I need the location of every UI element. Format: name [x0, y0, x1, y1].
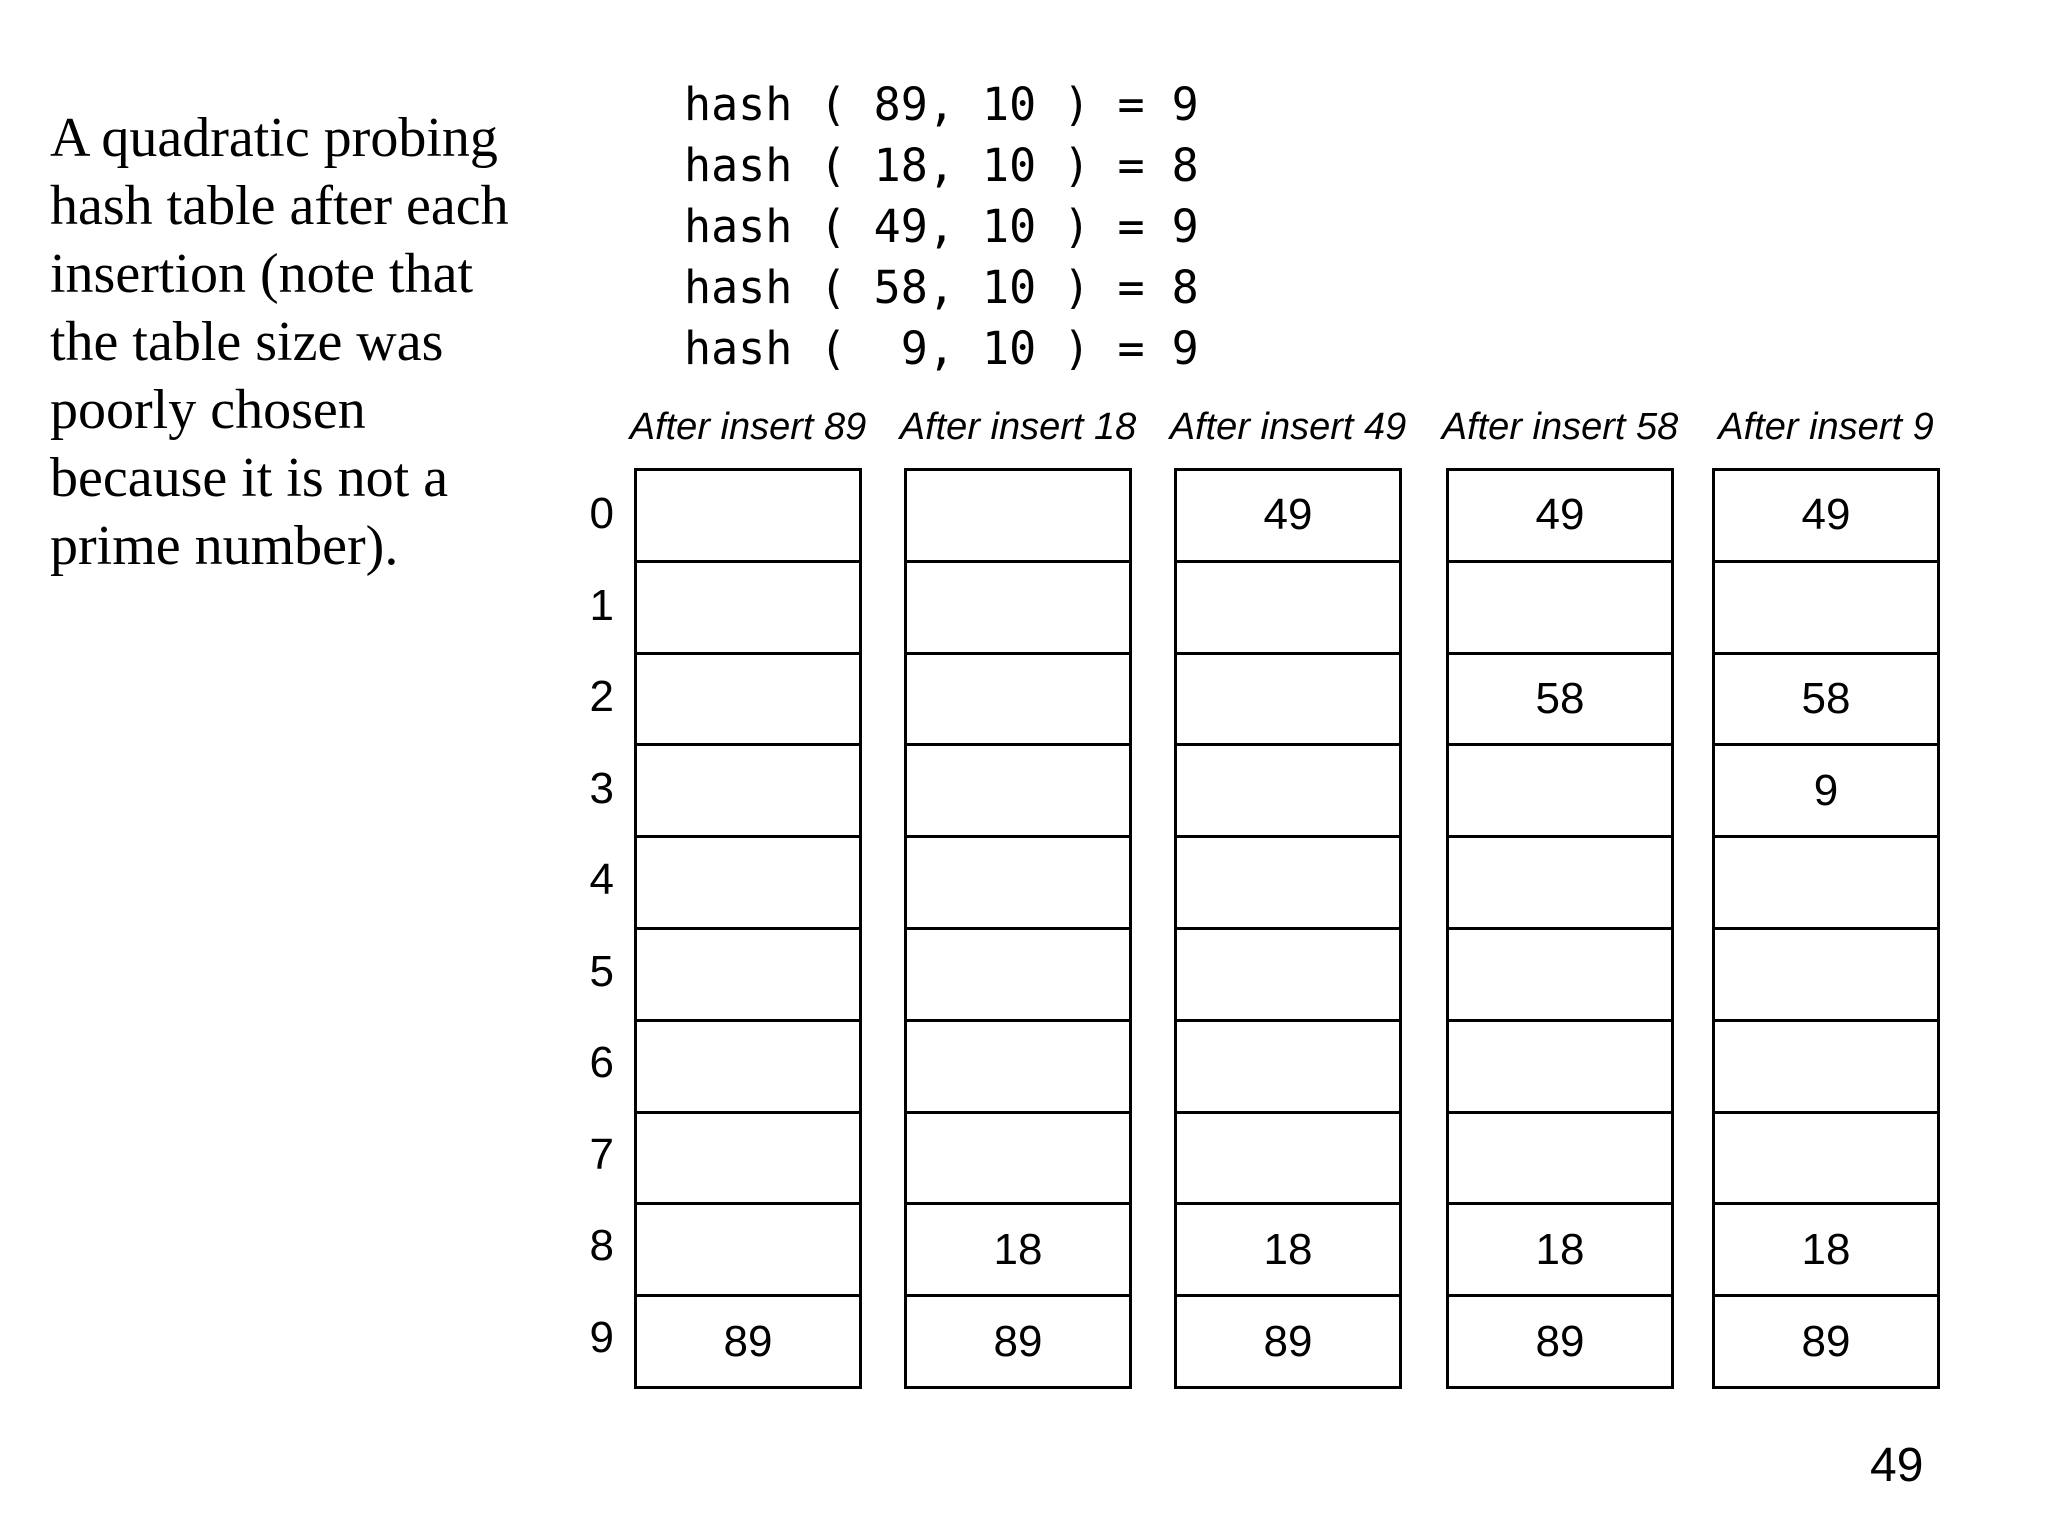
row-index-label: 3 — [589, 764, 614, 813]
table-cell — [637, 655, 859, 747]
table-cell — [1177, 838, 1399, 930]
table-cell — [1715, 1114, 1937, 1206]
hash-table-column-after-insert-58: 49 58 18 89 — [1446, 468, 1674, 1389]
table-cell: 89 — [1801, 1316, 1851, 1366]
row-index-label: 2 — [589, 672, 614, 721]
table-cell — [1177, 655, 1399, 747]
table-cell: 18 — [1449, 1205, 1671, 1298]
table-cell — [1449, 930, 1671, 1022]
table-cell — [907, 1022, 1129, 1114]
hash-table-column-after-insert-9: 49 58 9 18 89 — [1712, 468, 1940, 1389]
table-cell — [1715, 563, 1937, 655]
hash-code-line: hash ( 58, 10 ) = 8 — [684, 261, 1199, 314]
table-cell — [637, 563, 859, 655]
table-cell — [1715, 1022, 1937, 1114]
row-index-label: 9 — [589, 1313, 614, 1362]
hash-table-column-after-insert-49: 49 18 89 — [1174, 468, 1402, 1389]
table-cell — [637, 746, 859, 839]
table-cell — [1177, 930, 1399, 1022]
table-cell — [907, 563, 1129, 655]
table-cell: 49 — [1449, 471, 1671, 563]
table-cell: 18 — [907, 1205, 1129, 1298]
hash-code-line: hash ( 49, 10 ) = 9 — [684, 200, 1199, 253]
caption-text: A quadratic probing hash table after eac… — [50, 107, 509, 577]
table-cell — [1715, 838, 1937, 930]
row-index-label: 5 — [589, 947, 614, 996]
table-cell — [1449, 1114, 1671, 1206]
table-cell — [907, 471, 1129, 563]
table-cell — [907, 930, 1129, 1022]
table-cell: 89 — [723, 1316, 773, 1366]
hash-table-column-after-insert-89: 89 — [634, 468, 862, 1389]
hash-code-line: hash ( 9, 10 ) = 9 — [684, 322, 1199, 375]
row-index-label: 1 — [589, 581, 614, 630]
table-cell — [637, 930, 859, 1022]
table-cell — [1177, 1022, 1399, 1114]
table-cell: 18 — [1715, 1205, 1937, 1298]
table-cell: 9 — [1715, 746, 1937, 839]
table-cell: 89 — [1535, 1316, 1585, 1366]
table-cell — [907, 838, 1129, 930]
column-header-after-insert-58: After insert 58 — [1441, 406, 1679, 448]
table-cell — [637, 1205, 859, 1298]
table-cell — [637, 1022, 859, 1114]
column-header-after-insert-18: After insert 18 — [899, 406, 1137, 448]
table-cell — [1449, 838, 1671, 930]
column-header-after-insert-9: After insert 9 — [1718, 406, 1934, 448]
hash-table-column-after-insert-18: 18 89 — [904, 468, 1132, 1389]
table-cell: 18 — [1177, 1205, 1399, 1298]
table-cell: 58 — [1449, 655, 1671, 747]
table-cell — [1715, 930, 1937, 1022]
table-cell: 89 — [1263, 1316, 1313, 1366]
table-cell: 49 — [1715, 471, 1937, 563]
hash-code-line: hash ( 89, 10 ) = 9 — [684, 78, 1199, 131]
table-cell — [1449, 1022, 1671, 1114]
page-number: 49 — [1870, 1439, 1924, 1492]
table-cell — [637, 1114, 859, 1206]
row-index-label: 8 — [589, 1221, 614, 1270]
table-cell — [637, 471, 859, 563]
column-header-after-insert-49: After insert 49 — [1169, 406, 1407, 448]
table-cell: 58 — [1715, 655, 1937, 747]
column-header-after-insert-89: After insert 89 — [629, 406, 867, 448]
table-cell: 89 — [993, 1316, 1043, 1366]
table-cell: 49 — [1177, 471, 1399, 563]
hash-code-line: hash ( 18, 10 ) = 8 — [684, 139, 1199, 192]
row-index-label: 4 — [589, 855, 614, 904]
row-index-label: 0 — [589, 489, 614, 538]
row-index-label: 7 — [589, 1130, 614, 1179]
table-cell — [637, 838, 859, 930]
table-cell — [1177, 563, 1399, 655]
table-cell — [1449, 746, 1671, 839]
table-cell — [1177, 1114, 1399, 1206]
hash-code-block: hash ( 89, 10 ) = 9 hash ( 18, 10 ) = 8 … — [684, 74, 1199, 379]
table-cell — [1449, 563, 1671, 655]
table-cell — [907, 1114, 1129, 1206]
table-cell — [907, 655, 1129, 747]
table-cell — [907, 746, 1129, 839]
row-index-label: 6 — [589, 1038, 614, 1087]
table-cell — [1177, 746, 1399, 839]
